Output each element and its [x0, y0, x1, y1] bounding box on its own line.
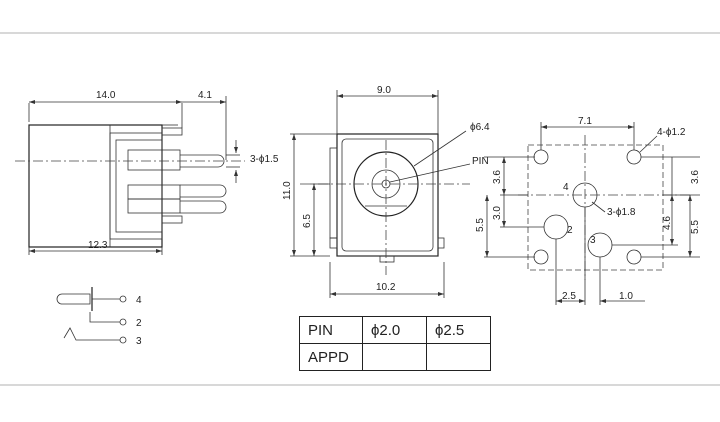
- leader-pin: [389, 163, 471, 183]
- pcb-pin-2-label: 2: [567, 225, 573, 236]
- side-pin-callout: 3-ϕ1.5: [250, 154, 279, 165]
- side-contact-mid: [127, 184, 181, 200]
- side-view: 14.0 4.1 12.3 3-ϕ1.5: [15, 90, 279, 255]
- pin-label: PIN: [472, 156, 489, 167]
- schematic-terminal-4: [119, 295, 127, 303]
- schematic-pin-4: 4: [136, 295, 142, 306]
- dim-pcb-left-bottom: 5.5: [475, 218, 486, 232]
- dim-pcb-bottom-left: 2.5: [562, 291, 576, 302]
- front-left-flange: [329, 147, 338, 239]
- table-cell: APPD: [299, 343, 363, 371]
- dim-front-top-width: 9.0: [377, 85, 391, 96]
- pcb-pin-callout: 3-ϕ1.8: [607, 207, 636, 218]
- schematic-plug: [56, 293, 91, 305]
- dim-pcb-right-bottom: 5.5: [690, 220, 701, 234]
- schematic: 4 2 3: [56, 287, 142, 347]
- leader-pin-callout: [591, 201, 606, 213]
- dim-center-height: 6.5: [302, 214, 313, 228]
- pcb-hole-top-right: [626, 149, 642, 165]
- schematic-terminal-3: [119, 336, 127, 344]
- table-cell: PIN: [299, 316, 363, 344]
- pcb-hole-bottom-left: [533, 249, 549, 265]
- table-row: APPD: [299, 343, 491, 371]
- side-pin-mid: [180, 184, 227, 198]
- pcb-pin-4-label: 4: [563, 182, 569, 193]
- side-contact-low: [127, 198, 181, 214]
- side-inner-frame-2: [115, 139, 163, 233]
- schematic-pin-3: 3: [136, 336, 142, 347]
- pcb-hole-bottom-right: [626, 249, 642, 265]
- dim-front-height: 11.0: [282, 181, 293, 200]
- side-inner-frame: [109, 132, 163, 240]
- side-pin-low: [180, 200, 227, 214]
- table-cell: [362, 343, 427, 371]
- schematic-pin-2: 2: [136, 318, 142, 329]
- table-row: PIN ϕ2.0 ϕ2.5: [299, 316, 491, 344]
- dim-pcb-left-top: 3.6: [492, 170, 503, 184]
- front-view: 9.0 10.2 11.0 6.5 ϕ6.4 PIN: [282, 85, 490, 298]
- pcb-pin-3-label: 3: [590, 235, 596, 246]
- pcb-hole-top-left: [533, 149, 549, 165]
- leader-hole-callout: [639, 135, 658, 153]
- table-cell: ϕ2.0: [362, 316, 427, 344]
- pin-table: PIN ϕ2.0 ϕ2.5 APPD: [299, 316, 491, 371]
- side-contact-upper: [127, 149, 181, 171]
- side-top-tab: [161, 127, 183, 136]
- pcb-pin-2: [543, 214, 569, 240]
- dim-pcb-top-spacing: 7.1: [578, 116, 592, 127]
- dim-front-bottom-width: 10.2: [376, 282, 396, 293]
- side-body: [28, 124, 163, 248]
- schematic-terminal-2: [119, 318, 127, 326]
- leader-hole-diameter: [413, 130, 467, 167]
- dim-body-length: 12.3: [88, 240, 108, 251]
- schematic-lead-3: [63, 327, 120, 341]
- pcb-view: 7.1 4-ϕ1.2 3.6 3.0 5.5 3.6 4.6 5.5 4 2 3: [475, 116, 701, 305]
- front-bottom-pin: [379, 255, 395, 263]
- front-inner: [341, 138, 434, 252]
- pcb-outline: [527, 144, 664, 271]
- dim-pcb-right-mid: 4.6: [662, 216, 673, 230]
- pcb-hole-callout: 4-ϕ1.2: [657, 127, 686, 138]
- table-cell: ϕ2.5: [426, 316, 491, 344]
- side-bottom-tab: [161, 215, 183, 224]
- side-pin-upper: [180, 154, 225, 168]
- dim-side-width: 14.0: [96, 90, 116, 101]
- dim-pcb-right-top: 3.6: [690, 170, 701, 184]
- table-cell: [426, 343, 491, 371]
- hole-diameter-label: ϕ6.4: [470, 122, 490, 133]
- dim-pin-extension: 4.1: [198, 90, 212, 101]
- schematic-lead-2: [89, 312, 120, 323]
- dim-pcb-bottom-right: 1.0: [619, 291, 633, 302]
- dim-pcb-left-mid: 3.0: [492, 206, 503, 220]
